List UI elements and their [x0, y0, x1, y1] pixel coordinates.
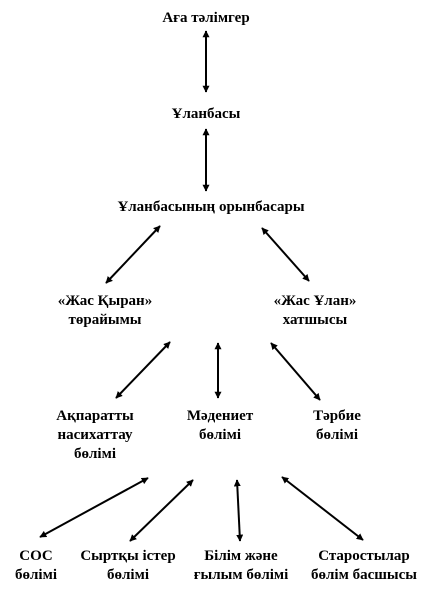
node-leader-label: Ұланбасы — [171, 106, 241, 122]
node-culture-dept: Мәдениет бөлімі — [165, 407, 275, 445]
node-science-dept-line2: ғылым бөлімі — [193, 567, 289, 583]
node-sos-dept-line1: СОС — [19, 548, 53, 564]
node-external-dept-line2: бөлімі — [107, 567, 149, 583]
node-senior-mentor-label: Аға тәлімгер — [162, 10, 250, 26]
node-zhas-qyran-line2: төрайымы — [68, 312, 142, 328]
node-science-dept-line1: Білім және — [204, 548, 278, 564]
node-education-dept-line1: Тәрбие — [313, 408, 361, 424]
node-zhas-ulan-line1: «Жас Ұлан» — [273, 293, 357, 309]
node-zhas-qyran-line1: «Жас Қыран» — [57, 293, 153, 309]
node-zhas-qyran: «Жас Қыран» төрайымы — [35, 292, 175, 330]
node-elders-dept-line2: бөлім басшысы — [311, 567, 417, 583]
node-info-dept: Ақпаратты насихаттау бөлімі — [40, 407, 150, 464]
node-elders-dept: Старостылар бөлім басшысы — [300, 547, 428, 585]
node-info-dept-line1: Ақпаратты — [56, 408, 134, 424]
arrow-culture-sos — [39, 477, 149, 538]
node-education-dept-line2: бөлімі — [316, 427, 358, 443]
arrow-ulan-education — [270, 342, 321, 401]
node-education-dept: Тәрбие бөлімі — [287, 407, 387, 445]
arrow-qyran-info — [115, 341, 171, 399]
node-leader: Ұланбасы — [106, 105, 306, 124]
node-info-dept-line3: бөлімі — [74, 446, 116, 462]
arrow-culture-elders — [281, 476, 364, 541]
arrow-culture-science — [233, 479, 244, 542]
node-external-dept: Сыртқы істер бөлімі — [72, 547, 184, 585]
arrow-deputy-zhas-qyran — [105, 225, 161, 284]
node-sos-dept: СОС бөлімі — [0, 547, 72, 585]
node-deputy-leader: Ұланбасының орынбасары — [71, 198, 351, 217]
node-sos-dept-line2: бөлімі — [15, 567, 57, 583]
node-info-dept-line2: насихаттау — [57, 427, 133, 443]
node-zhas-ulan-line2: хатшысы — [282, 312, 348, 328]
node-culture-dept-line2: бөлімі — [199, 427, 241, 443]
arrow-culture-external — [129, 479, 194, 542]
node-zhas-ulan: «Жас Ұлан» хатшысы — [245, 292, 385, 330]
node-elders-dept-line1: Старостылар — [318, 548, 410, 564]
node-deputy-leader-label: Ұланбасының орынбасары — [117, 199, 305, 215]
node-culture-dept-line1: Мәдениет — [186, 408, 254, 424]
node-science-dept: Білім және ғылым бөлімі — [186, 547, 296, 585]
node-senior-mentor: Аға тәлімгер — [106, 9, 306, 28]
node-external-dept-line1: Сыртқы істер — [80, 548, 176, 564]
arrow-deputy-zhas-ulan — [261, 227, 310, 282]
